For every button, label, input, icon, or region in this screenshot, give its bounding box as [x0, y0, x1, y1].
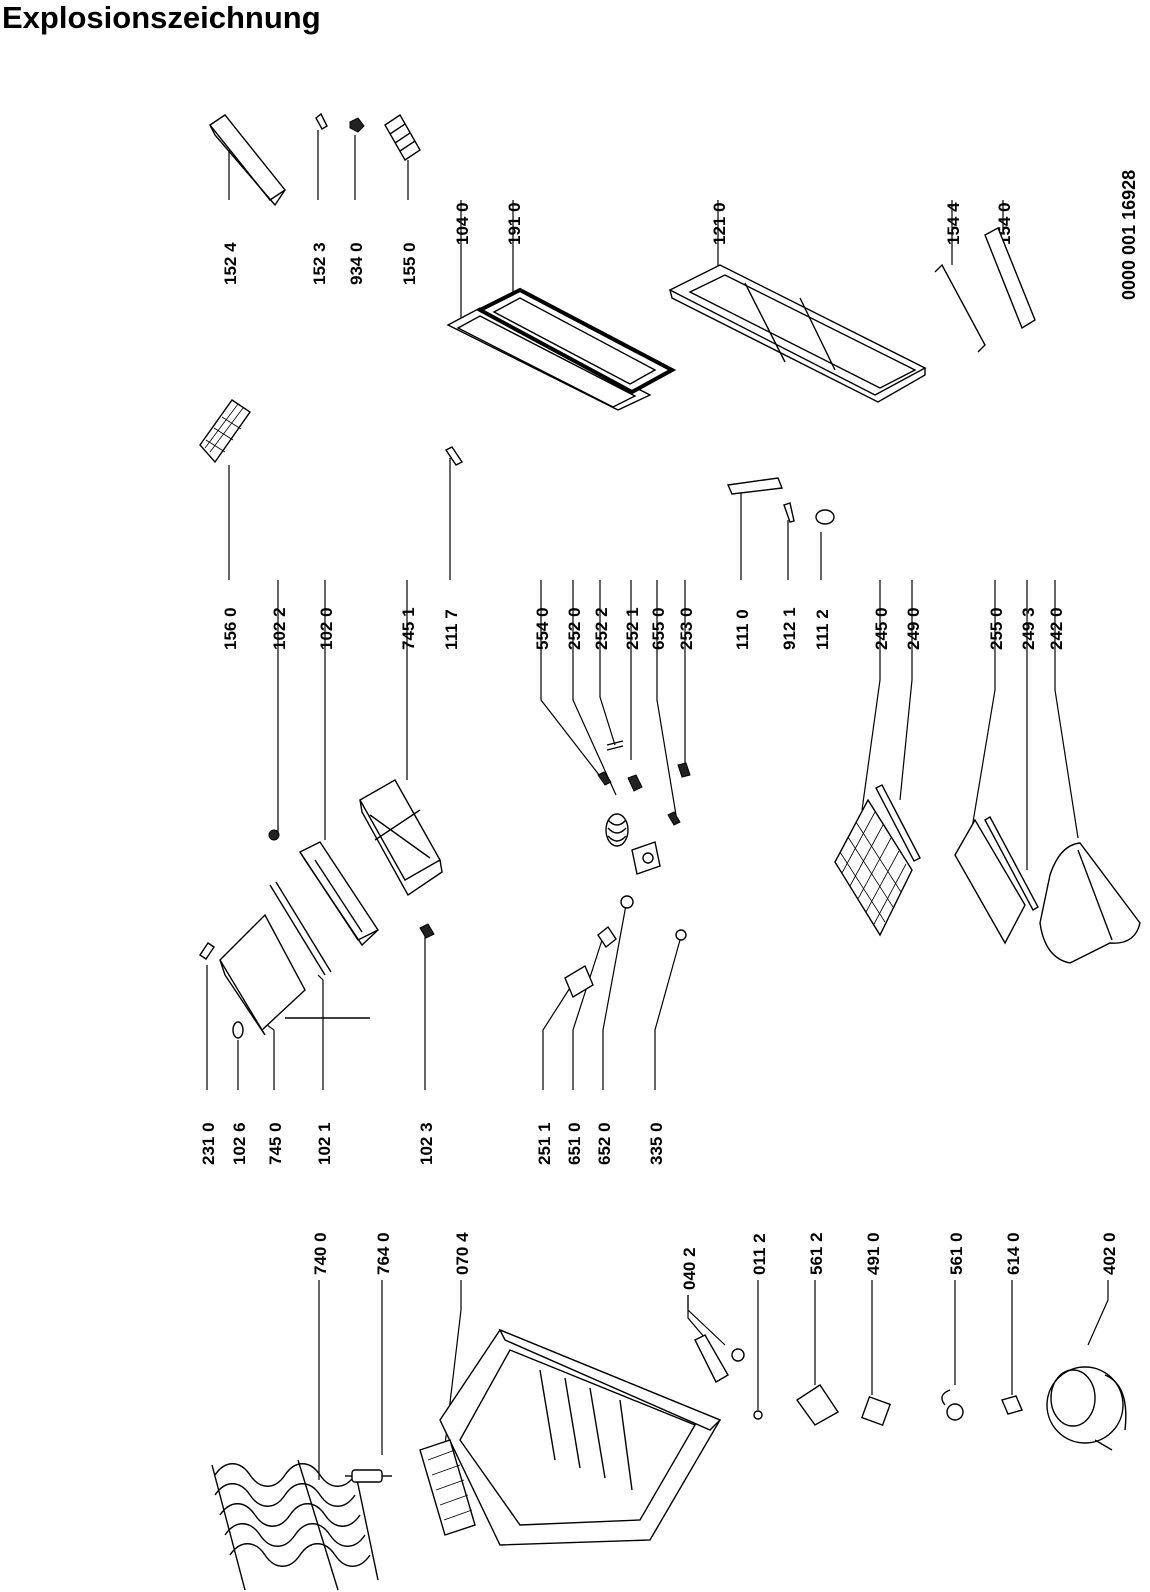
page-title: Explosionszeichnung [2, 0, 321, 35]
thermostat-drawing [597, 740, 691, 875]
door-shelf-drawing [208, 114, 287, 207]
part-label: 011 2 [750, 1233, 769, 1275]
part-label: 252 1 [623, 607, 642, 650]
hinge-drawing [694, 1334, 729, 1383]
part-label: 554 0 [533, 607, 552, 650]
part-label: 152 3 [310, 242, 329, 285]
lamp-housing-drawing [219, 881, 370, 1036]
part-label: 111 0 [733, 609, 752, 650]
fastener-drawing [419, 923, 435, 939]
small-knob-drawing [268, 829, 280, 841]
part-label: 070 4 [453, 1232, 472, 1275]
cap-drawing [815, 509, 835, 525]
part-label: 102 2 [270, 607, 289, 650]
door-drawing [668, 264, 927, 403]
condenser-drawing [211, 1459, 379, 1591]
hinge-pin-drawing [731, 1348, 745, 1362]
part-label: 245 0 [872, 607, 891, 650]
part-label: 491 0 [864, 1232, 883, 1275]
part-label: 102 0 [317, 607, 336, 650]
part-label: 156 0 [221, 607, 240, 650]
shelf-trim-drawing [875, 784, 921, 862]
door-seal-drawing [475, 287, 677, 395]
document-number: 0000 001 16928 [1119, 170, 1139, 300]
part-label: 249 0 [904, 607, 923, 650]
part-label: 934 0 [347, 242, 366, 285]
glass-plate-drawing [954, 818, 1026, 945]
part-label: 231 0 [199, 1122, 218, 1165]
part-label: 152 4 [221, 242, 240, 285]
part-label: 651 0 [565, 1122, 584, 1165]
egg-tray-drawing [384, 114, 421, 161]
part-label: 249 3 [1019, 607, 1038, 650]
leader-lines [206, 130, 1109, 1480]
part-label: 102 3 [417, 1122, 436, 1165]
part-label: 191 0 [505, 202, 524, 245]
grommet-drawing [620, 895, 634, 909]
part-label: 155 0 [400, 242, 419, 285]
part-label: 111 2 [813, 609, 832, 650]
part-label: 652 0 [595, 1122, 614, 1165]
part-label: 102 6 [230, 1122, 249, 1165]
part-label: 402 0 [1100, 1232, 1119, 1275]
crisper-drawer-drawing [1039, 842, 1141, 964]
part-label: 252 0 [565, 607, 584, 650]
glass-trim-drawing [984, 816, 1039, 911]
part-label: 912 1 [780, 607, 799, 650]
bottle-rack-drawing [199, 399, 251, 464]
part-label: 745 0 [266, 1122, 285, 1165]
screw-small-drawing [753, 1410, 763, 1420]
part-label: 104 0 [453, 202, 472, 245]
part-label: 040 2 [680, 1247, 699, 1290]
part-label: 745 1 [399, 607, 418, 650]
part-label: 561 2 [807, 1232, 826, 1275]
part-label: 253 0 [677, 607, 696, 650]
part-labels: 152 4 152 3 934 0 155 0 104 0 191 0 121 … [199, 202, 1119, 1290]
cable-clip-drawing [1001, 1395, 1023, 1415]
capacitor-drawing [861, 1396, 891, 1426]
wire-shelf-drawing [834, 798, 913, 937]
light-cover-drawing [199, 942, 215, 960]
screw-drawing [783, 502, 795, 523]
part-label: 614 0 [1004, 1232, 1023, 1275]
part-label: 102 1 [315, 1122, 334, 1165]
rod-drawing [934, 263, 986, 353]
filter-drier-drawing [345, 1469, 392, 1483]
bulb-drawing [232, 1021, 244, 1039]
part-label: 255 0 [987, 607, 1006, 650]
relay-drawing [796, 1384, 840, 1426]
bracket-drawing [726, 477, 783, 495]
switch-drawing [597, 925, 617, 949]
overload-drawing [941, 1389, 964, 1421]
part-label: 561 0 [947, 1232, 966, 1275]
door-frame-drawing [446, 307, 652, 411]
part-label: 111 7 [442, 609, 461, 650]
knob-drawing [349, 117, 365, 133]
part-drawings [199, 112, 1141, 1591]
part-label: 764 0 [374, 1232, 393, 1275]
part-label: 121 0 [710, 202, 729, 245]
plug-drawing [675, 929, 687, 941]
switch-housing-drawing [564, 964, 594, 999]
part-label: 335 0 [647, 1122, 666, 1165]
part-label: 740 0 [311, 1232, 330, 1275]
cover-drawing [359, 779, 443, 897]
part-label: 251 1 [535, 1122, 554, 1165]
strip-drawing [444, 446, 464, 466]
cabinet-drawing [419, 1328, 722, 1546]
part-label: 154 4 [944, 202, 963, 245]
compressor-drawing [1046, 1366, 1127, 1451]
part-label: 655 0 [649, 607, 668, 650]
part-label: 252 2 [592, 607, 611, 650]
clip-drawing [315, 112, 328, 130]
handle-drawing [984, 227, 1036, 330]
evaporator-tray-drawing [298, 841, 380, 947]
part-label: 242 0 [1047, 607, 1066, 650]
